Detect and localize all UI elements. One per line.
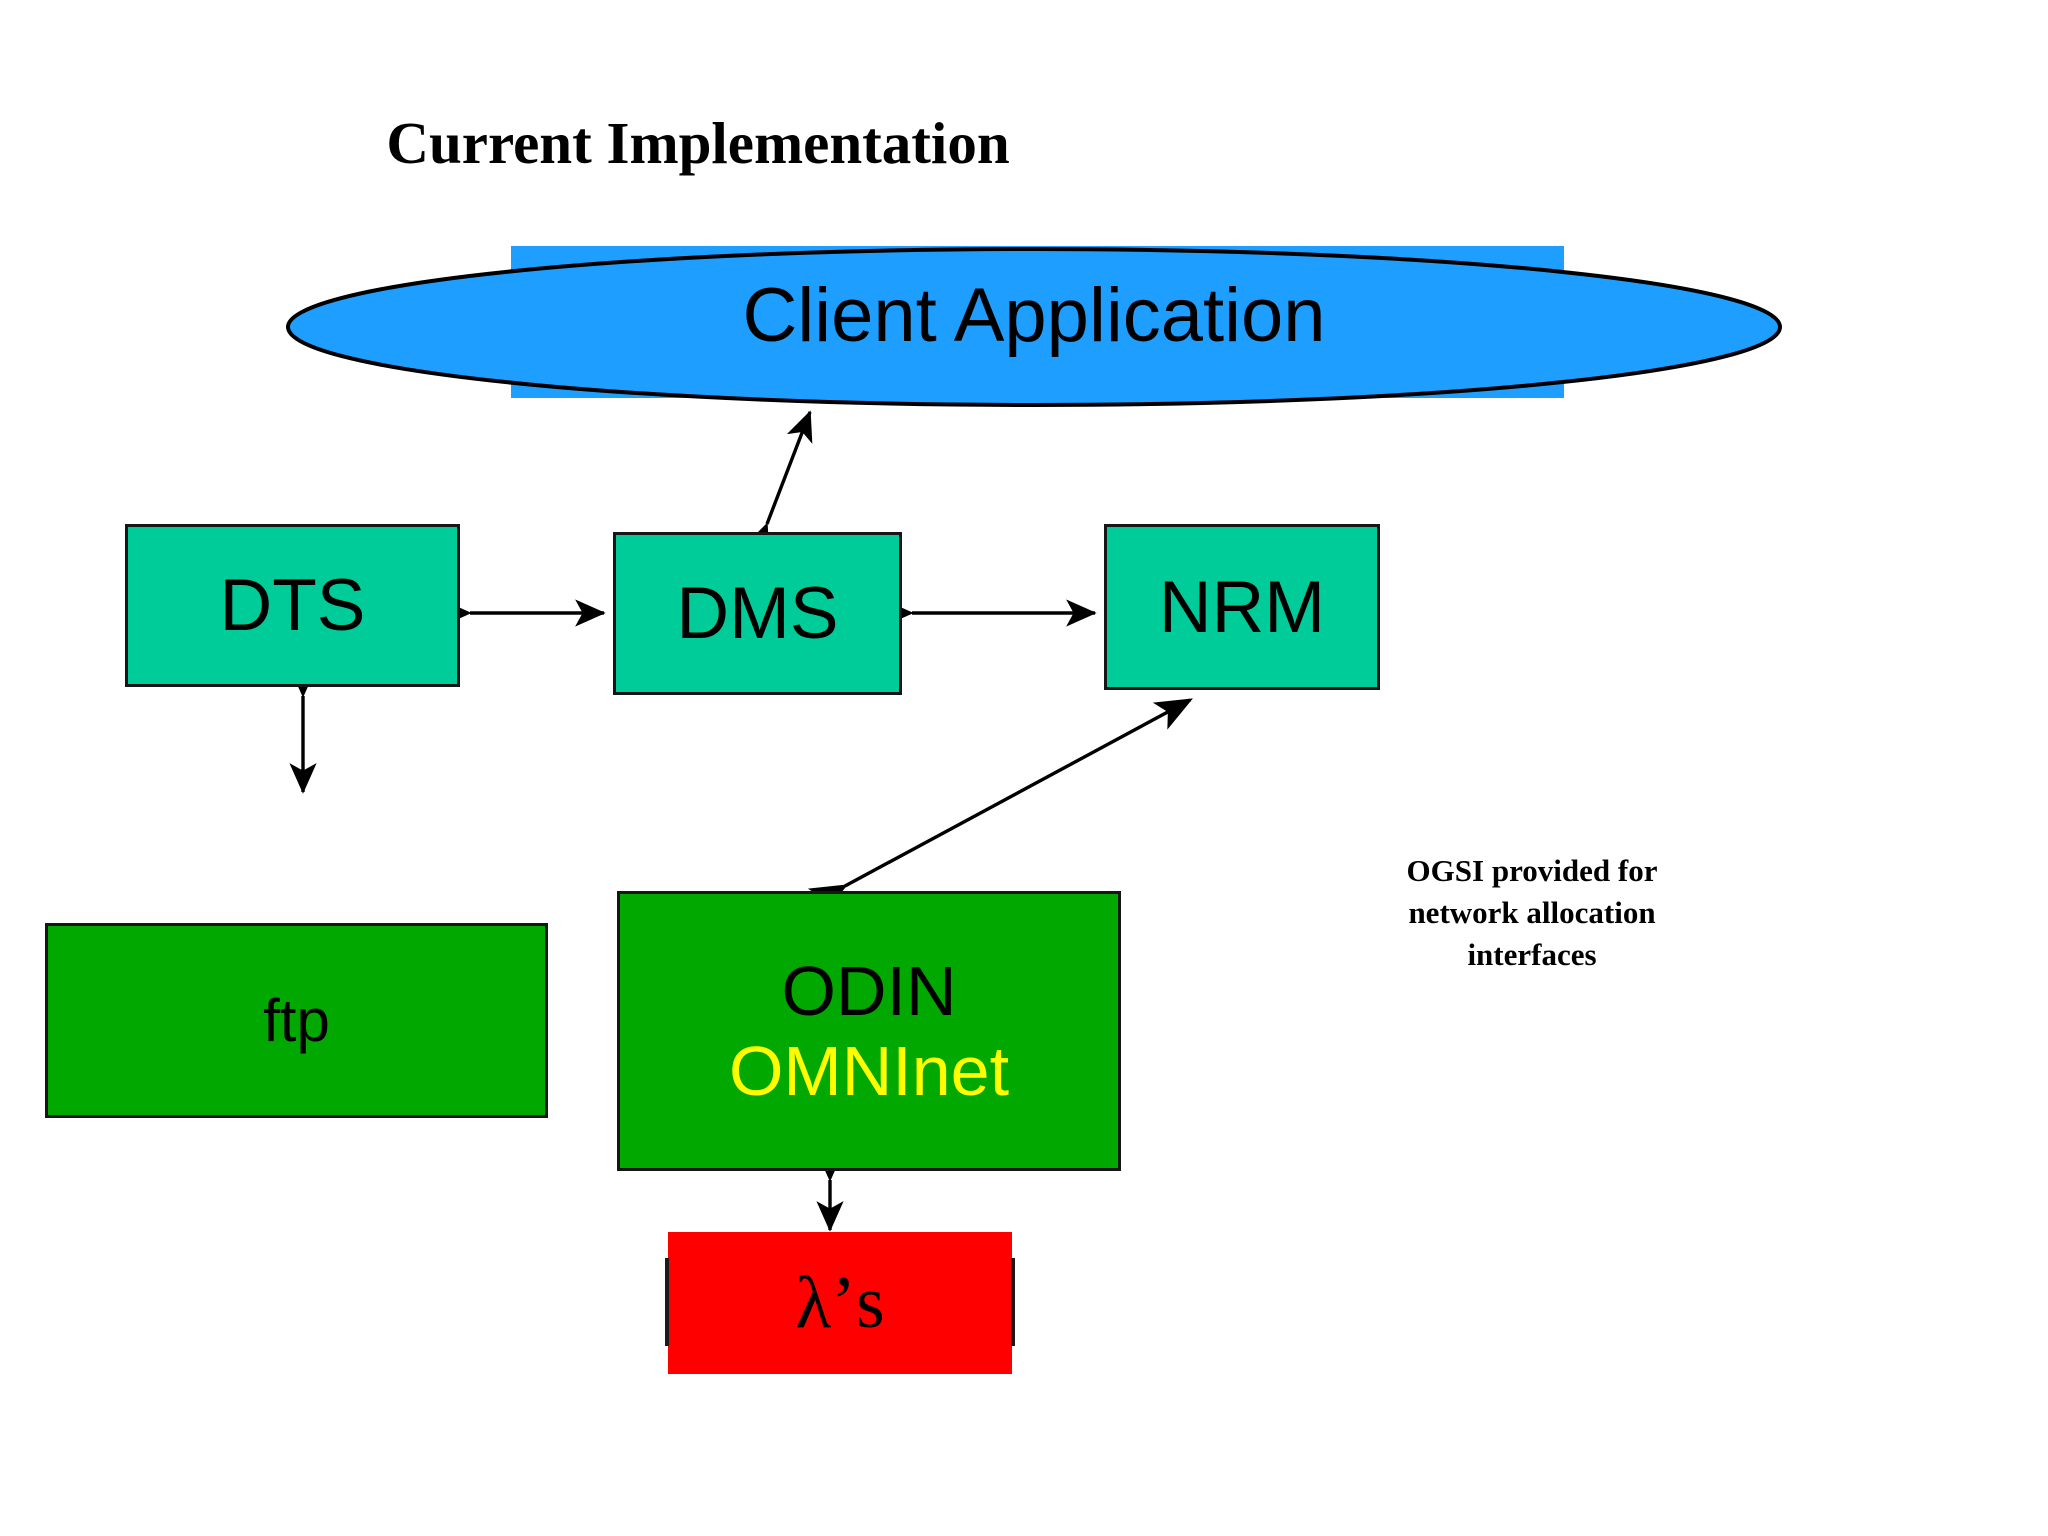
- node-dts[interactable]: DTS: [125, 524, 460, 687]
- ogsi-annotation: OGSI provided for network allocation int…: [1322, 850, 1742, 976]
- node-omninet-label: OMNInet: [728, 1032, 1010, 1110]
- node-odin-label: ODIN: [781, 952, 957, 1030]
- lambdas-right-edge-mark: [1011, 1258, 1015, 1346]
- page-title: Current Implementation: [386, 110, 1010, 176]
- node-nrm-label: NRM: [1158, 566, 1326, 648]
- ogsi-annotation-line-2: network allocation: [1408, 894, 1656, 930]
- node-ftp-label: ftp: [263, 986, 330, 1054]
- ogsi-annotation-line-3: interfaces: [1467, 936, 1597, 972]
- lambdas-left-edge-mark: [665, 1258, 669, 1346]
- node-lambdas[interactable]: λ’s: [668, 1232, 1012, 1374]
- node-dms-label: DMS: [676, 573, 839, 654]
- node-odin-omninet[interactable]: ODIN OMNInet: [617, 891, 1121, 1171]
- node-ftp[interactable]: ftp: [45, 923, 548, 1118]
- node-client-application-label: Client Application: [742, 273, 1326, 358]
- node-dms[interactable]: DMS: [613, 532, 902, 695]
- edge-dms-client: [743, 410, 813, 556]
- edge-odin-nrm: [807, 698, 1193, 916]
- node-nrm[interactable]: NRM: [1104, 524, 1380, 690]
- ogsi-annotation-line-1: OGSI provided for: [1406, 853, 1658, 888]
- node-lambdas-label: λ’s: [795, 1262, 885, 1344]
- node-dts-label: DTS: [219, 565, 366, 646]
